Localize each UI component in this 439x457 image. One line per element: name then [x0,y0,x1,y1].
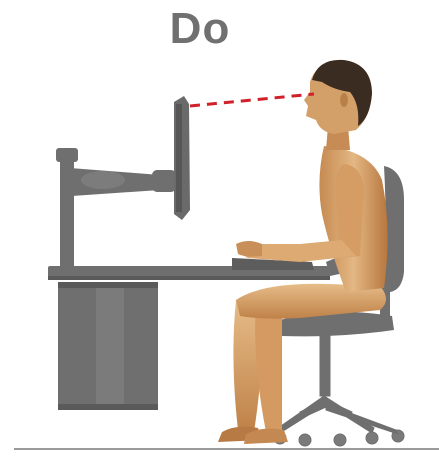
chair-base [274,318,404,446]
monitor-arm [56,148,176,270]
person-hand [236,241,262,257]
monitor [174,96,190,220]
line-of-sight [190,94,314,106]
seated-person [218,60,388,444]
desk-pedestal [58,282,158,410]
